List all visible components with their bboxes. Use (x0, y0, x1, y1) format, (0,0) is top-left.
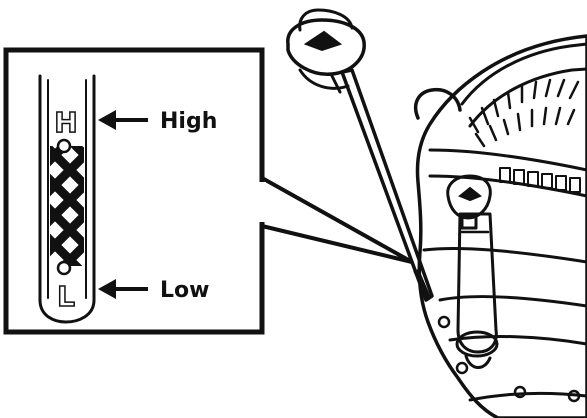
dipstick-letter-h: H (54, 106, 77, 139)
high-callout: High (98, 109, 217, 134)
engine-illustration (413, 34, 587, 418)
crosshatch-pattern (50, 146, 84, 266)
low-arrowhead-icon (98, 279, 116, 299)
high-label: High (160, 109, 217, 134)
dipstick-letter-l: L (57, 280, 75, 313)
low-label: Low (160, 278, 209, 303)
cooling-grille (468, 78, 580, 148)
shroud-lettering (499, 167, 581, 193)
dipstick-closeup: H L (38, 74, 96, 324)
removed-dipstick (286, 8, 434, 302)
high-arrowhead-icon (98, 110, 116, 130)
installed-dipstick-cap-icon (446, 174, 492, 230)
low-callout: Low (98, 278, 209, 303)
low-mark-dot (56, 260, 72, 276)
high-mark-dot (56, 138, 72, 154)
oil-fill-tube (455, 212, 499, 369)
